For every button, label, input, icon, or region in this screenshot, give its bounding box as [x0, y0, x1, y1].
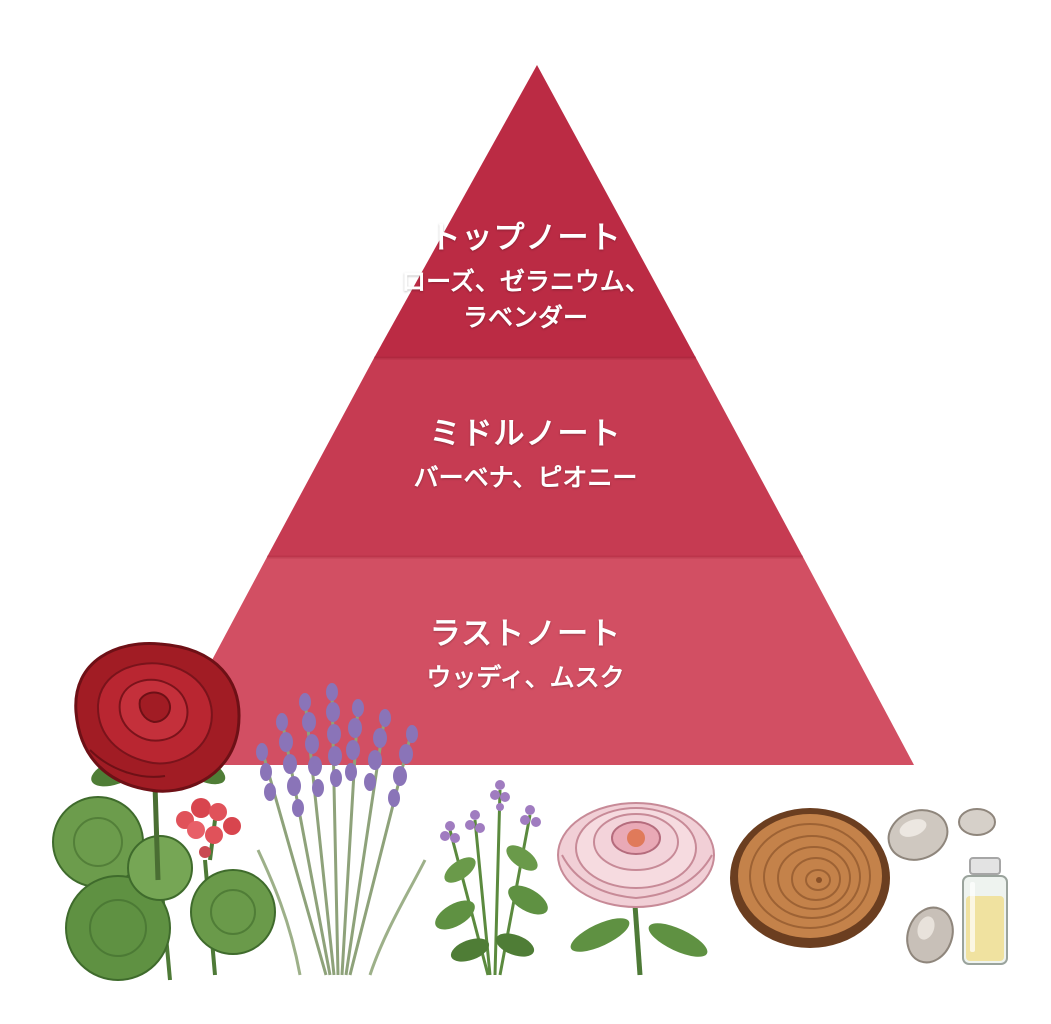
- tier-base-shape: [156, 557, 914, 765]
- tier-middle-label: ミドルノート バーベナ、ピオニー: [0, 414, 1051, 496]
- note-line: ローズ、ゼラニウム、: [401, 267, 650, 296]
- tier-top-label: トップノート ローズ、ゼラニウム、 ラベンダー: [0, 218, 1051, 336]
- tier-notes: ウッディ、ムスク: [0, 660, 1051, 696]
- note-line: バーベナ、ピオニー: [413, 463, 638, 492]
- musk-stones-icon: [887, 808, 996, 964]
- geranium-icon: [52, 796, 276, 981]
- peony-icon: [557, 802, 715, 976]
- tier-title: ミドルノート: [429, 416, 622, 452]
- verbena-icon: [435, 780, 548, 976]
- note-line: ラベンダー: [462, 303, 588, 332]
- tier-base-label: ラストノート ウッディ、ムスク: [0, 614, 1051, 696]
- lavender-icon: [256, 683, 427, 976]
- tier-notes: ローズ、ゼラニウム、 ラベンダー: [0, 264, 1051, 336]
- tier-title: トップノート: [429, 220, 622, 256]
- wood-slice-icon: [730, 808, 890, 948]
- tier-notes: バーベナ、ピオニー: [0, 460, 1051, 496]
- oil-bottle-icon: [962, 857, 1008, 965]
- tier-title: ラストノート: [429, 616, 622, 652]
- rose-icon: [74, 642, 241, 881]
- tier-middle-shape: [267, 358, 803, 557]
- tier-top-shape: [374, 65, 696, 358]
- note-line: ウッディ、ムスク: [426, 663, 625, 692]
